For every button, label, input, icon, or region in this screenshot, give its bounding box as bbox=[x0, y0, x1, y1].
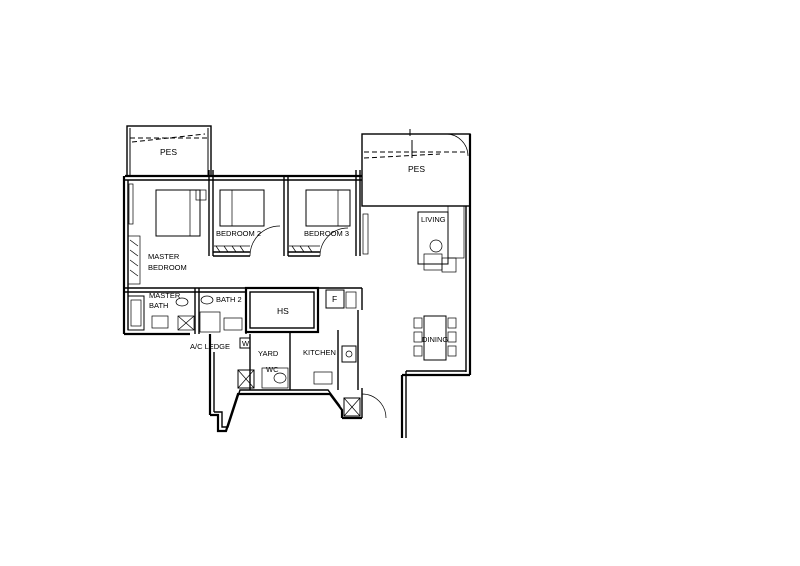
hs-label: HS bbox=[277, 306, 289, 316]
bath-2-label: BATH 2 bbox=[216, 295, 242, 304]
master-bath-label-line2: BATH bbox=[149, 301, 168, 310]
wc-label: WC bbox=[266, 365, 279, 374]
pes-left-label: PES bbox=[160, 147, 177, 157]
dining-label: DINING bbox=[422, 335, 448, 344]
ac-ledge-label: A/C LEDGE bbox=[190, 342, 230, 351]
washer-label: W bbox=[242, 339, 250, 348]
living-furniture bbox=[413, 205, 465, 361]
kitchen-area bbox=[237, 286, 387, 419]
bedroom-3-label: BEDROOM 3 bbox=[304, 229, 349, 238]
bedroom-2-label: BEDROOM 2 bbox=[216, 229, 261, 238]
kitchen-label: KITCHEN bbox=[303, 348, 336, 357]
master-bedroom-label-line2: BEDROOM bbox=[148, 263, 187, 272]
master-bedroom-label-line1: MASTER bbox=[148, 252, 180, 261]
pes-right-label: PES bbox=[408, 164, 425, 174]
yard-label: YARD bbox=[258, 349, 279, 358]
bedroom-walls bbox=[127, 170, 369, 285]
living-label: LIVING bbox=[421, 215, 446, 224]
master-bath-label-line1: MASTER bbox=[149, 291, 181, 300]
fridge-label: F bbox=[332, 294, 337, 304]
exterior-walls bbox=[122, 134, 472, 438]
